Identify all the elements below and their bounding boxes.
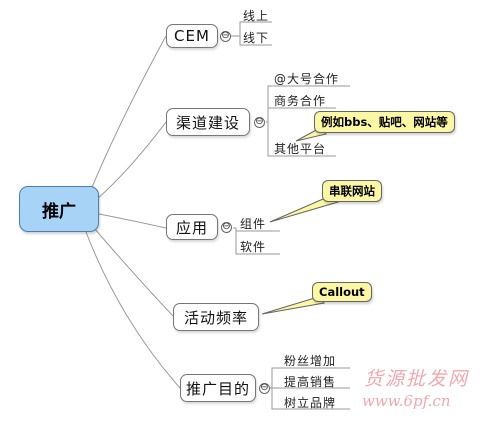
collapse-purpose-icon[interactable]: ⊖ [259,382,270,394]
callout-app-text: 串联网站 [329,184,375,198]
branch-channel[interactable]: 渠道建设 [166,108,250,136]
leaf-cem-1[interactable]: 线上 [243,9,270,23]
edge-app-leaf2 [235,231,280,255]
callout-channel-examples: 例如bbs、贴吧、网站等 [314,111,455,133]
collapse-channel-icon[interactable]: ⊖ [254,116,265,128]
leaf-purpose-3[interactable]: 树立品牌 [284,396,337,410]
edge-channel-leaf1 [266,85,350,123]
watermark-title: 货源批发网 [364,368,470,390]
branch-purpose[interactable]: 推广目的 [180,374,256,402]
edge-cem-leaf2 [239,36,272,46]
branch-purpose-label: 推广目的 [185,379,250,398]
edge-app-leaf1 [233,227,280,232]
branch-app-label: 应用 [175,218,208,237]
branch-channel-label: 渠道建设 [175,113,240,132]
edge-cem-leaf1 [230,21,272,37]
edge-purpose-leaf3 [271,388,350,410]
leaf-cem-2[interactable]: 线下 [243,31,270,45]
leaf-purpose-1[interactable]: 粉丝增加 [284,354,337,368]
edge-channel-leaf3 [267,122,336,157]
branch-cem-label: CEM [174,27,210,45]
callout-app-link: 串联网站 [322,180,382,202]
collapse-cem-icon[interactable]: ⊖ [220,30,231,42]
branch-cem[interactable]: CEM [166,24,218,48]
edge-root-channel [95,121,167,201]
branch-activity[interactable]: 活动频率 [173,303,259,331]
edge-root-activity [93,227,174,317]
edge-root-purpose [85,231,181,389]
edge-root-cem [89,35,167,193]
branch-activity-label: 活动频率 [183,308,248,327]
leaf-channel-2[interactable]: 商务合作 [274,94,327,108]
collapse-app-icon[interactable]: ⊖ [221,221,232,233]
branch-app[interactable]: 应用 [166,214,218,240]
root-label: 推广 [42,201,76,222]
leaf-app-1[interactable]: 组件 [240,217,267,231]
callout-activity-text: Callout [319,285,365,299]
leaf-channel-3[interactable]: 其他平台 [274,142,327,156]
callout-activity: Callout [312,282,372,302]
leaf-app-2[interactable]: 软件 [240,240,267,254]
leaf-channel-1[interactable]: @大号合作 [274,72,340,86]
watermark-url: www.6pf.cn [362,392,451,410]
root-node[interactable]: 推广 [19,186,99,232]
edge-root-app [98,213,167,229]
callout-channel-text: 例如bbs、贴吧、网站等 [321,115,448,129]
leaf-purpose-2[interactable]: 提高销售 [284,375,337,389]
